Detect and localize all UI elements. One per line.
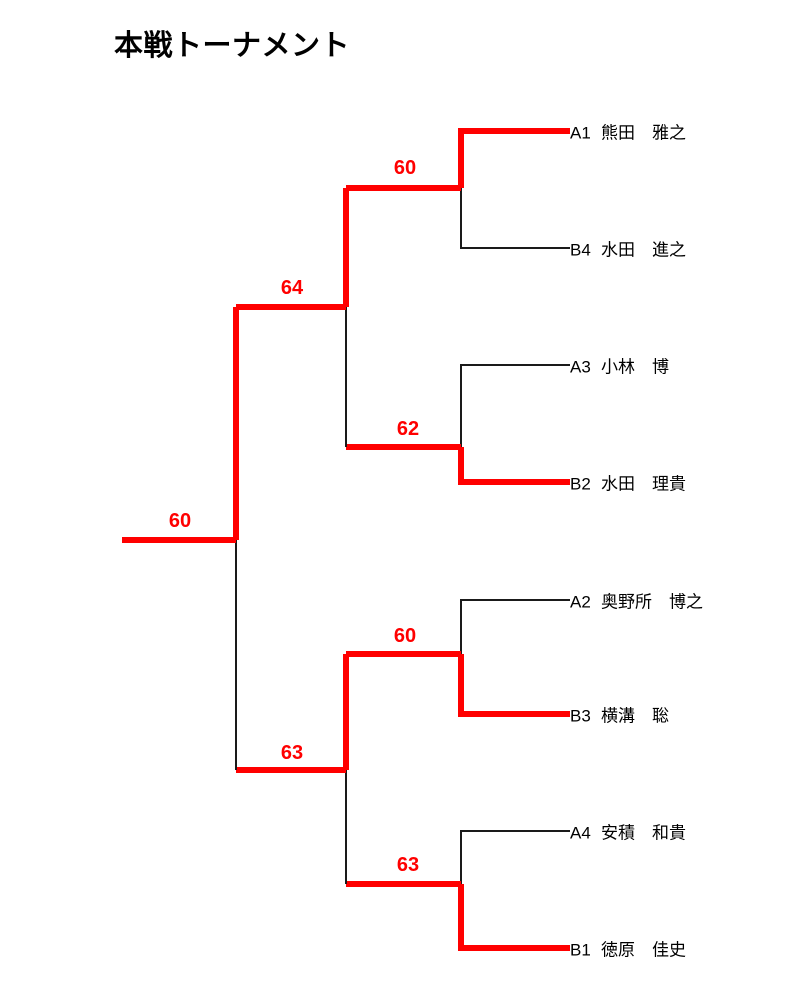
entrant-name: 小林 博 — [601, 357, 669, 377]
match-3-bottom-branch — [458, 654, 570, 717]
bracket-lines-round-2 — [236, 188, 349, 884]
match-2-top-branch — [460, 364, 570, 447]
entrant-a1: A1 熊田 雅之 — [570, 119, 686, 144]
entrant-name: 水田 理貴 — [601, 474, 686, 494]
entrant-name: 熊田 雅之 — [601, 123, 686, 143]
score-round-1-match-3: 60 — [393, 625, 417, 647]
score-semifinal-upper: 64 — [280, 277, 304, 299]
bracket-lines-round-1 — [346, 128, 570, 951]
page-title: 本戦トーナメント — [114, 30, 351, 62]
score-round-1-match-1: 60 — [393, 157, 417, 179]
entrant-a3: A3 小林 博 — [570, 353, 669, 378]
entrant-seed: B4 — [570, 240, 591, 260]
entrant-b1: B1 徳原 佳史 — [570, 936, 686, 961]
entrant-name: 奥野所 博之 — [601, 592, 703, 612]
score-final: 60 — [168, 510, 192, 532]
score-round-1-match-2: 62 — [396, 418, 420, 440]
bracket-lines-final — [122, 307, 239, 770]
entrant-a4: A4 安積 和貴 — [570, 819, 686, 844]
entrant-seed: A1 — [570, 123, 591, 143]
score-semifinal-lower: 63 — [280, 742, 304, 764]
entrant-name: 徳原 佳史 — [601, 940, 686, 960]
entrant-name: 水田 進之 — [601, 240, 686, 260]
entrant-seed: B1 — [570, 940, 591, 960]
match-3-top-branch — [460, 599, 570, 654]
match-2-bottom-branch — [458, 447, 570, 485]
entrant-b2: B2 水田 理貴 — [570, 470, 686, 495]
entrant-name: 横溝 聡 — [601, 706, 669, 726]
entrant-seed: B3 — [570, 706, 591, 726]
entrant-seed: B2 — [570, 474, 591, 494]
entrant-name: 安積 和貴 — [601, 823, 686, 843]
match-4-top-branch — [460, 830, 570, 884]
entrant-seed: A3 — [570, 357, 591, 377]
match-1-top-branch — [458, 128, 570, 188]
entrant-seed: A2 — [570, 592, 591, 612]
entrant-b4: B4 水田 進之 — [570, 236, 686, 261]
match-4-bottom-branch — [458, 884, 570, 951]
score-round-1-match-4: 63 — [396, 854, 420, 876]
match-1-bottom-branch — [460, 188, 570, 249]
entrant-b3: B3 横溝 聡 — [570, 702, 669, 727]
entrant-seed: A4 — [570, 823, 591, 843]
entrant-a2: A2 奥野所 博之 — [570, 588, 703, 613]
